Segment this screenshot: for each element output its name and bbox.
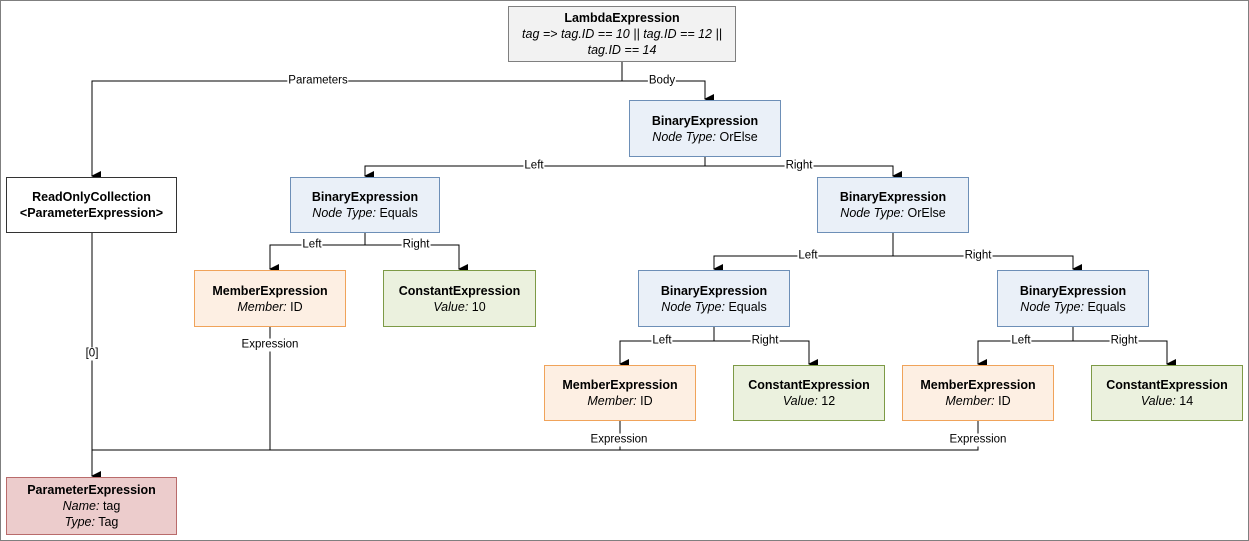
member-label: Member: [945, 394, 995, 408]
node-type-label: Node Type: [840, 206, 904, 220]
node-title: LambdaExpression [564, 11, 680, 25]
type-label: Type: [64, 515, 95, 529]
edge-label-body: Body [647, 74, 677, 88]
node-title: BinaryExpression [839, 190, 947, 204]
node-title: MemberExpression [562, 378, 678, 392]
value-value: 12 [817, 394, 836, 408]
constant-expression-node-3: ConstantExpression Value: 14 [1091, 365, 1243, 421]
node-type-value: OrElse [716, 129, 758, 144]
edge-expr3 [92, 421, 979, 451]
value-label: Value: [433, 299, 469, 314]
value-label: Value: [1140, 394, 1176, 408]
edge-label-expr1: Expression [240, 338, 300, 352]
member-expression-node-2: MemberExpression Member: ID [544, 365, 696, 421]
edge-label-index0: [0] [84, 347, 100, 361]
edge-label-left-eq: Left [301, 238, 323, 252]
member-value: ID [286, 299, 303, 314]
edge-label-left-or: Left [797, 249, 819, 263]
node-title: BinaryExpression [651, 113, 759, 128]
node-title: ParameterExpression [27, 483, 156, 497]
value-value: 14 [1175, 394, 1194, 408]
type-value: Tag [94, 515, 119, 529]
member-label: Member: [237, 299, 287, 314]
member-label: Member: [587, 394, 637, 408]
binary-expression-left-node: BinaryExpression Node Type: Equals [290, 177, 440, 233]
name-value: tag [99, 499, 121, 513]
member-expression-node-1: MemberExpression Member: ID [194, 270, 346, 327]
edge-label-right-rr: Right [1109, 334, 1139, 348]
value-label: Value: [782, 394, 818, 408]
node-title-generic: <ParameterExpression> [19, 206, 164, 220]
member-value: ID [636, 394, 653, 408]
lambda-expression-node: LambdaExpression tag => tag.ID == 10 || … [508, 6, 736, 62]
node-title: BinaryExpression [311, 190, 419, 204]
binary-expression-rl-node: BinaryExpression Node Type: Equals [638, 270, 790, 327]
edge-label-left-rl: Left [651, 334, 673, 348]
binary-expression-right-node: BinaryExpression Node Type: OrElse [817, 177, 969, 233]
edge-expr2 [92, 421, 621, 451]
constant-expression-node-2: ConstantExpression Value: 12 [733, 365, 885, 421]
node-type-label: Node Type: [312, 206, 376, 220]
edge-label-expr2: Expression [589, 433, 649, 447]
member-value: ID [994, 394, 1011, 408]
value-value: 10 [468, 299, 486, 314]
edge-label-right-root: Right [784, 159, 814, 173]
node-type-label: Node Type: [1020, 299, 1084, 314]
edge-label-left-root: Left [523, 159, 545, 173]
edge-label-right-eq: Right [401, 238, 431, 252]
edge-label-parameters: Parameters [287, 74, 349, 88]
member-expression-node-3: MemberExpression Member: ID [902, 365, 1054, 421]
constant-expression-node-1: ConstantExpression Value: 10 [383, 270, 536, 327]
name-label: Name: [62, 499, 100, 513]
node-title: ConstantExpression [748, 378, 870, 392]
node-type-value: Equals [725, 299, 767, 314]
node-type-label: Node Type: [661, 299, 725, 314]
node-type-value: OrElse [904, 206, 946, 220]
readonly-collection-node: ReadOnlyCollection <ParameterExpression> [6, 177, 177, 233]
node-title: ConstantExpression [1106, 378, 1228, 392]
edge-label-left-rr: Left [1010, 334, 1032, 348]
node-title: BinaryExpression [1019, 283, 1127, 298]
node-title: BinaryExpression [660, 283, 768, 298]
node-type-value: Equals [1084, 299, 1126, 314]
edge-label-right-rl: Right [750, 334, 780, 348]
lambda-expression-text: tag => tag.ID == 10 || tag.ID == 12 || [522, 27, 722, 41]
edge-label-expr3: Expression [948, 433, 1008, 447]
edge-label-right-or: Right [963, 249, 993, 263]
node-type-value: Equals [376, 206, 418, 220]
binary-expression-rr-node: BinaryExpression Node Type: Equals [997, 270, 1149, 327]
node-type-label: Node Type: [652, 129, 716, 144]
node-title: ReadOnlyCollection [32, 190, 151, 204]
node-title: MemberExpression [920, 378, 1036, 392]
node-title: ConstantExpression [398, 283, 521, 298]
parameter-expression-node: ParameterExpression Name: tag Type: Tag [6, 477, 177, 535]
node-title: MemberExpression [212, 283, 328, 298]
lambda-expression-text-cont: tag.ID == 14 [587, 43, 657, 57]
binary-expression-root-node: BinaryExpression Node Type: OrElse [629, 100, 781, 157]
